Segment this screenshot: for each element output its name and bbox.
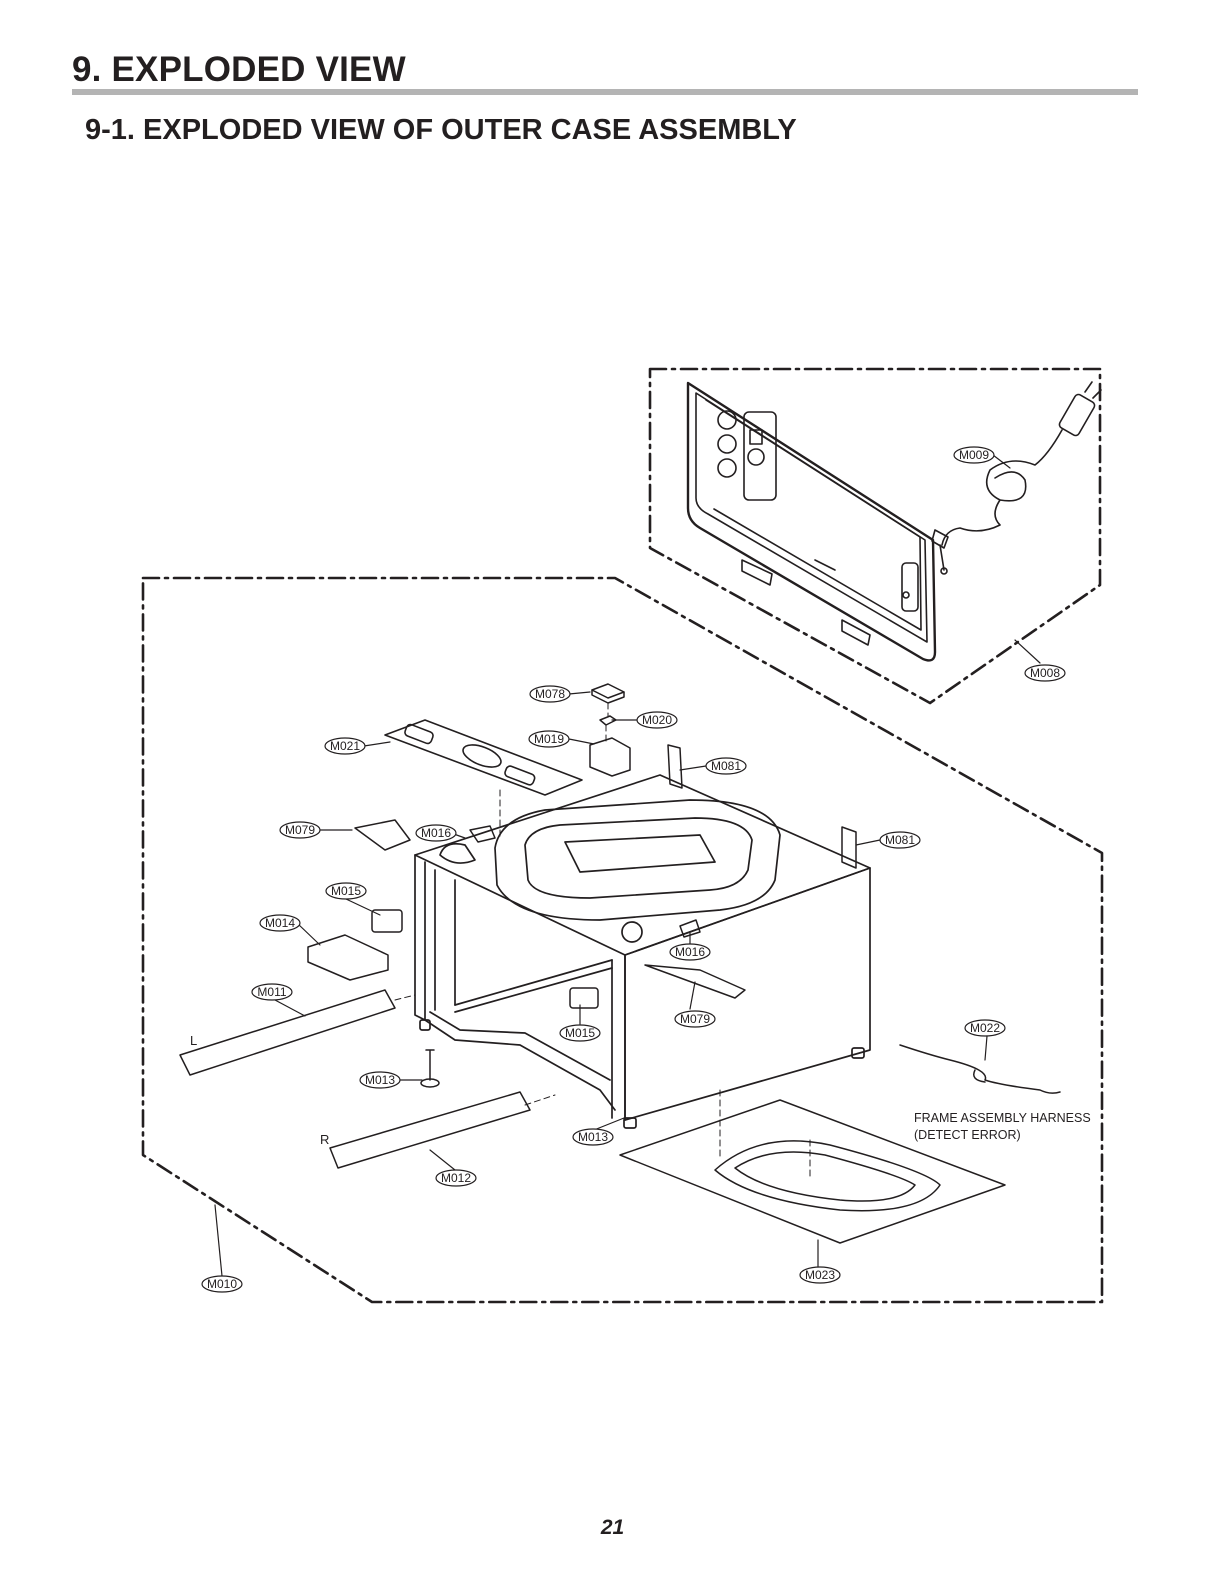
callout-label-m079b: M079 (680, 1012, 710, 1026)
callout-m016b (669, 943, 711, 961)
callout-label-m011: M011 (257, 985, 286, 999)
callout-label-m081a: M081 (711, 759, 741, 773)
callout-label-m023: M023 (805, 1268, 835, 1282)
callout-label-m019: M019 (534, 732, 564, 746)
callout-m013a (359, 1071, 401, 1089)
title-underline (72, 89, 1138, 95)
callout-label-m016b: M016 (675, 945, 705, 959)
harness-note-line1: FRAME ASSEMBLY HARNESS (914, 1111, 1091, 1125)
callout-m020 (636, 711, 678, 729)
callout-m016a (415, 824, 457, 842)
outer-case-group-boundary (141, 576, 1104, 1304)
outer-case-body (414, 774, 871, 1129)
callout-m015a (325, 882, 367, 900)
page-number: 21 (600, 1516, 625, 1539)
callout-m079a (279, 821, 321, 839)
leader-lines (214, 454, 1041, 1277)
callout-m008 (1024, 664, 1066, 682)
callout-label-m012: M012 (441, 1171, 471, 1185)
section-title: 9. EXPLODED VIEW (72, 50, 406, 89)
callout-m009 (953, 446, 995, 464)
callout-label-m021: M021 (330, 739, 360, 753)
callout-label-m010: M010 (207, 1277, 237, 1291)
callout-label-m078: M078 (535, 687, 565, 701)
callout-m023 (799, 1266, 841, 1284)
callout-m081b (879, 831, 921, 849)
callout-m012 (435, 1169, 477, 1187)
callout-m015b (559, 1024, 601, 1042)
right-rail-label: R (320, 1132, 329, 1147)
callout-label-m013a: M013 (365, 1073, 395, 1087)
callout-label-m014: M014 (265, 916, 295, 930)
callout-label-m081b: M081 (885, 833, 915, 847)
harness-note-line2: (DETECT ERROR) (914, 1128, 1021, 1142)
callout-m078 (529, 685, 571, 703)
callout-label-m015a: M015 (331, 884, 361, 898)
callouts (201, 446, 1066, 1293)
callout-m021 (324, 737, 366, 755)
callout-label-m015b: M015 (565, 1026, 595, 1040)
callout-m014 (259, 914, 301, 932)
power-cord (931, 381, 1102, 575)
callout-label-m020: M020 (642, 713, 672, 727)
callout-label-m022: M022 (970, 1021, 1000, 1035)
callout-m013b (572, 1128, 614, 1146)
callout-m079b (674, 1010, 716, 1028)
callout-m019 (528, 730, 570, 748)
callout-m081a (705, 757, 747, 775)
callout-label-m013b: M013 (578, 1130, 608, 1144)
callout-m022 (964, 1019, 1006, 1037)
callout-m010 (201, 1275, 243, 1293)
callout-label-m016a: M016 (421, 826, 451, 840)
back-panel-group-boundary (648, 367, 1102, 705)
callout-label-m079a: M079 (285, 823, 315, 837)
top-plate (384, 719, 583, 796)
subsection-title: 9-1. EXPLODED VIEW OF OUTER CASE ASSEMBL… (85, 114, 797, 146)
left-rail-label: L (190, 1033, 197, 1048)
callout-label-m009: M009 (959, 448, 989, 462)
small-parts (179, 683, 1061, 1244)
callout-label-m008: M008 (1030, 666, 1060, 680)
back-panel (686, 381, 937, 662)
callout-m011 (251, 983, 293, 1001)
